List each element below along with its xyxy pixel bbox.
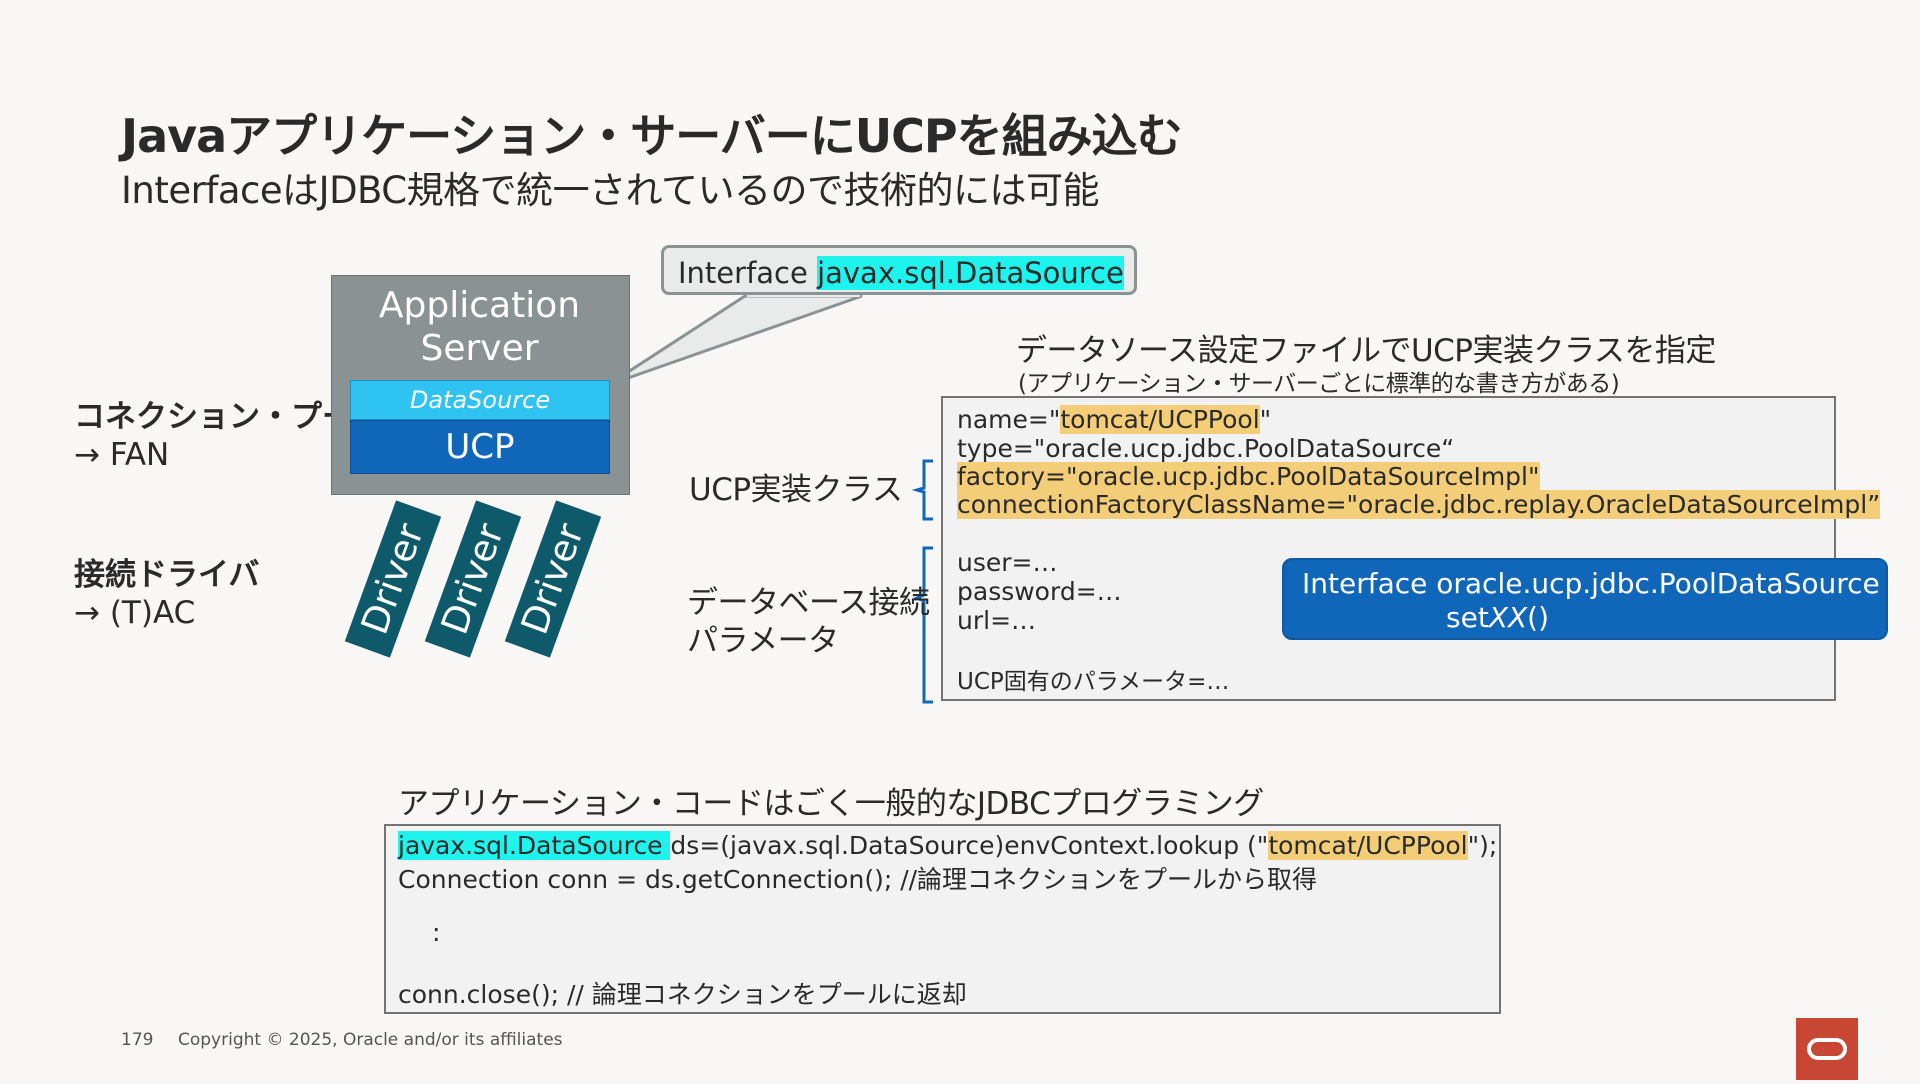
config-heading: データソース設定ファイルでUCP実装クラスを指定 xyxy=(1016,333,1716,369)
ucp-box: UCP xyxy=(350,420,610,474)
pooldatasource-interface-callout: Interface oracle.ucp.jdbc.PoolDataSource… xyxy=(1282,558,1888,640)
gray-callout-pointer xyxy=(607,294,863,387)
page-title: Javaアプリケーション・サーバーにUCPを組み込む xyxy=(121,109,1183,163)
page-number: 179 xyxy=(121,1030,154,1050)
code-line-1: javax.sql.DataSource ds=(javax.sql.DataS… xyxy=(398,831,1498,860)
blue-callout-line2: setXX() xyxy=(1446,601,1550,634)
driver-label-group: 接続ドライバ → (T)AC xyxy=(74,556,259,632)
blue-callout-line1: Interface oracle.ucp.jdbc.PoolDataSource xyxy=(1302,567,1880,600)
config-type-line: type="oracle.ucp.jdbc.PoolDataSource“ xyxy=(957,434,1455,463)
config-factory-line: factory="oracle.ucp.jdbc.PoolDataSourceI… xyxy=(957,462,1540,491)
code-line-2: Connection conn = ds.getConnection(); //… xyxy=(398,865,1318,894)
config-name-line: name="tomcat/UCPPool" xyxy=(957,405,1272,434)
config-password-line: password=… xyxy=(957,577,1122,606)
config-connection-factory-line: connectionFactoryClassName="oracle.jdbc.… xyxy=(957,490,1881,519)
config-url-line: url=… xyxy=(957,606,1037,635)
code-line-3: : xyxy=(432,918,441,947)
javax-datasource-highlight: javax.sql.DataSource xyxy=(817,256,1124,290)
driver-arrow-label: → (T)AC xyxy=(74,595,196,631)
oracle-logo-icon xyxy=(1796,1018,1858,1080)
config-user-line: user=… xyxy=(957,548,1058,577)
copyright: Copyright © 2025, Oracle and/or its affi… xyxy=(178,1030,563,1050)
driver-label: 接続ドライバ xyxy=(74,557,260,593)
datasource-interface-callout: Interface javax.sql.DataSource xyxy=(661,245,1137,295)
datasource-box: DataSource xyxy=(350,380,610,420)
pool-arrow-label: → FAN xyxy=(74,437,170,473)
config-file-box xyxy=(941,396,1836,701)
db-connection-params-label: データベース接続 パラメータ xyxy=(687,585,930,659)
application-server-label: Application Server xyxy=(378,285,581,369)
page-subtitle: InterfaceはJDBC規格で統一されているので技術的には可能 xyxy=(121,169,1100,212)
ucp-impl-class-label: UCP実装クラス xyxy=(689,472,903,508)
config-subheading: (アプリケーション・サーバーごとに標準的な書き方がある) xyxy=(1018,371,1620,397)
code-line-4: conn.close(); // 論理コネクションをプールに返却 xyxy=(398,980,967,1009)
db-param-bracket-left xyxy=(913,546,933,704)
code-heading: アプリケーション・コードはごく一般的なJDBCプログラミング xyxy=(398,786,1264,822)
config-ucp-param-line: UCP固有のパラメータ=… xyxy=(957,669,1230,695)
ucp-impl-bracket xyxy=(911,459,933,521)
